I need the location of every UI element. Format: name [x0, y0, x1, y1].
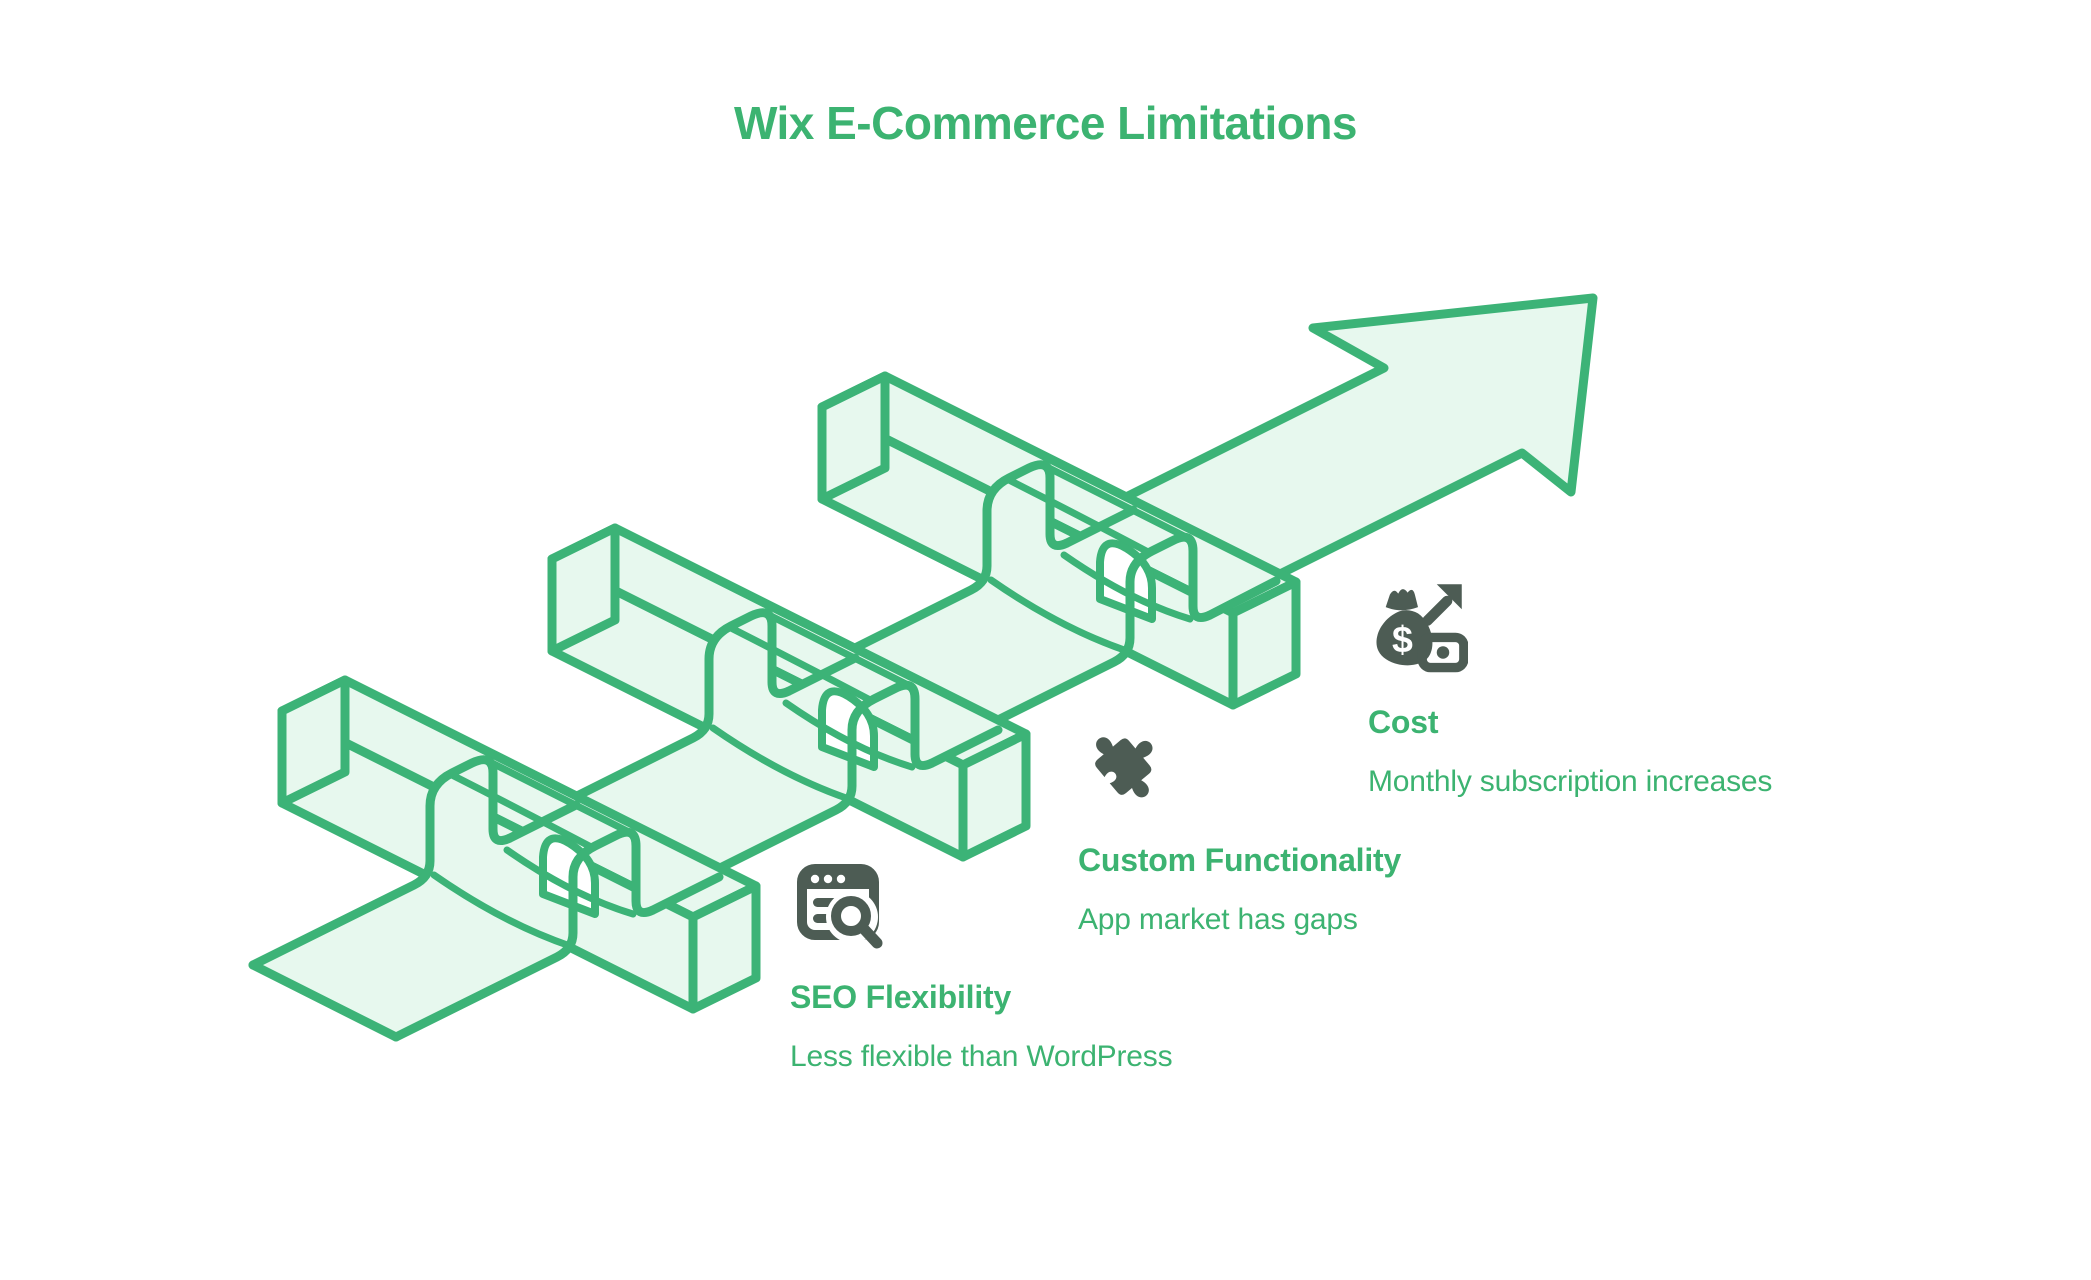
ribbon3-crease-far-bend: [1041, 462, 1190, 541]
ribbon2-fill: [575, 612, 998, 869]
ribbon2-crease-rise: [709, 724, 853, 803]
bar2-left-cap: [547, 523, 620, 656]
browser-dot-3: [836, 874, 846, 884]
item-title-seo: SEO Flexibility: [790, 979, 1012, 1015]
magnifier-handle: [857, 922, 883, 949]
ribbon2-nw-edge: [570, 608, 860, 802]
growth-arrow-outline: [1035, 293, 1598, 630]
ribbon2-crease-far-bend: [763, 610, 912, 689]
ribbon2-se-edge: [713, 680, 1003, 874]
ribbon3-nw-edge: [848, 460, 1138, 654]
browser-search-icon: [797, 864, 883, 949]
ribbon1-nw-edge: [248, 755, 581, 970]
growth-arrow-head: [1436, 584, 1462, 610]
ribbon1-se-edge: [391, 827, 724, 1042]
banknote-dot: [1436, 646, 1450, 659]
banknote: [1417, 632, 1468, 673]
bar3-right-cap: [1228, 577, 1301, 710]
puzzle-piece-shape: [1095, 737, 1153, 798]
page-title: Wix E-Commerce Limitations: [733, 97, 1358, 149]
browser-dot-1: [810, 874, 820, 884]
ribbon1-fill: [253, 759, 719, 1037]
ribbon3-crease-rise: [987, 576, 1131, 655]
bar2-right-cap: [958, 729, 1031, 862]
ribbon1-crease-near-bend: [448, 771, 597, 852]
bar1-left-cap: [277, 675, 350, 808]
limitation-item-cost: $ Cost Monthly subscription increases: [1368, 578, 1772, 799]
item-description-cost: Monthly subscription increases: [1368, 765, 1773, 798]
item-title-cost: Cost: [1368, 704, 1439, 740]
ribbon-segment-3: [848, 460, 1281, 726]
browser-dot-2: [823, 874, 833, 884]
ribbon2-crease-near-bend: [727, 624, 876, 705]
money-bag-tie: [1385, 589, 1418, 611]
growth-arrow-line: [1422, 595, 1453, 626]
magnifier-lens: [831, 896, 871, 936]
puzzle-piece-icon: [1095, 737, 1153, 798]
item-title-custom: Custom Functionality: [1078, 842, 1402, 878]
item-description-seo: Less flexible than WordPress: [790, 1040, 1173, 1073]
ribbon3-se-edge: [991, 532, 1281, 726]
ribbon1-crease-far-bend: [484, 757, 633, 836]
dollar-sign: $: [1392, 618, 1413, 660]
money-bag-growth-icon: $: [1376, 584, 1468, 673]
ribbon-segment-1: [248, 755, 724, 1042]
item-description-custom: App market has gaps: [1078, 903, 1358, 936]
bar1-right-cap: [688, 881, 761, 1014]
ribbon1-crease-rise: [430, 871, 574, 950]
ribbon-segment-2: [570, 608, 1003, 874]
limitation-item-seo-flexibility: SEO Flexibility Less flexible than WordP…: [790, 855, 1173, 1074]
bar3-left-cap: [817, 371, 890, 504]
ribbon1-tail-cut-edge: [248, 960, 401, 1042]
ribbon3-crease-near-bend: [1005, 476, 1154, 557]
limitation-item-custom-functionality: Custom Functionality App market has gaps: [1078, 718, 1401, 937]
